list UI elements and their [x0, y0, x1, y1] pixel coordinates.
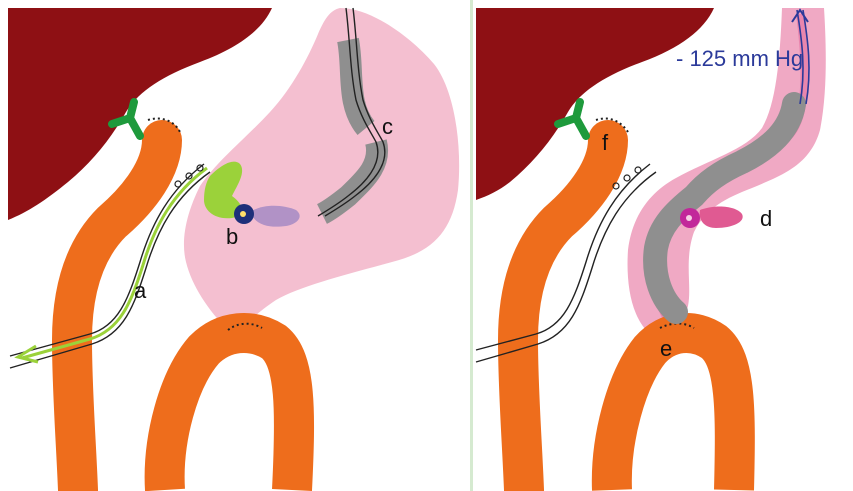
label-c: c — [382, 114, 393, 139]
suction-pressure: - 125 mm Hg — [676, 46, 803, 71]
panel-divider — [470, 0, 473, 491]
label-e: e — [660, 336, 672, 361]
label-d: d — [760, 206, 772, 231]
label-f: f — [602, 130, 609, 155]
perforation-center — [240, 211, 246, 217]
label-a: a — [134, 278, 147, 303]
label-b: b — [226, 224, 238, 249]
